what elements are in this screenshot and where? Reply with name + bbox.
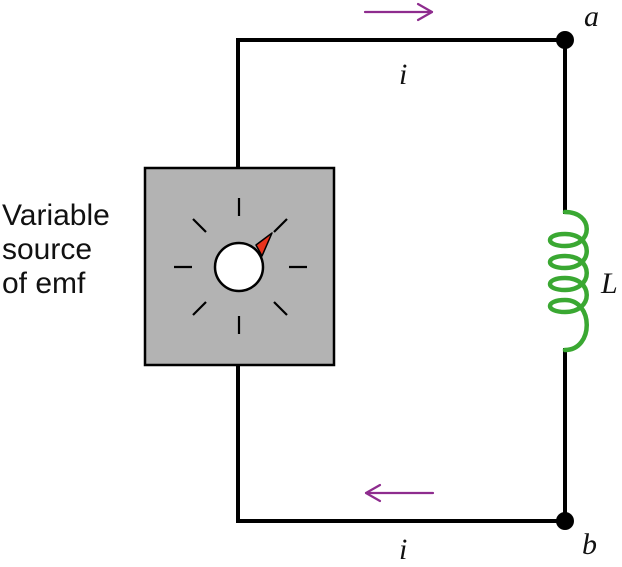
dial-pointer [255, 232, 273, 257]
terminal-b-dot [556, 512, 574, 530]
dial-tick-top-left [192, 218, 207, 233]
terminal-a-label: a [584, 0, 599, 33]
terminal-b-label: b [582, 528, 597, 561]
terminal-a-dot [556, 31, 574, 49]
dial-tick-bottom-left [192, 301, 207, 316]
emf-source-label: Variable source of emf [2, 199, 142, 301]
emf-source-label-line-1: Variable [2, 199, 110, 232]
dial-tick-bottom-right [273, 301, 288, 316]
bottom-arrow-head [364, 483, 382, 503]
current-label-bottom: i [399, 533, 408, 566]
bottom-wire [236, 363, 567, 523]
top-arrow-head [416, 2, 434, 22]
dial-tick-top-right [273, 218, 288, 233]
circuit-wires [236, 38, 567, 523]
current-arrows [363, 2, 435, 503]
emf-source-label-line-3: of emf [2, 267, 86, 300]
emf-source-label-line-2: source [2, 233, 93, 266]
dial-ticks [174, 198, 307, 334]
current-label-top: i [399, 58, 408, 91]
inductor-coil [547, 209, 589, 353]
inductor-label: L [601, 267, 618, 300]
dial-knob [213, 241, 265, 293]
top-wire [236, 38, 567, 170]
